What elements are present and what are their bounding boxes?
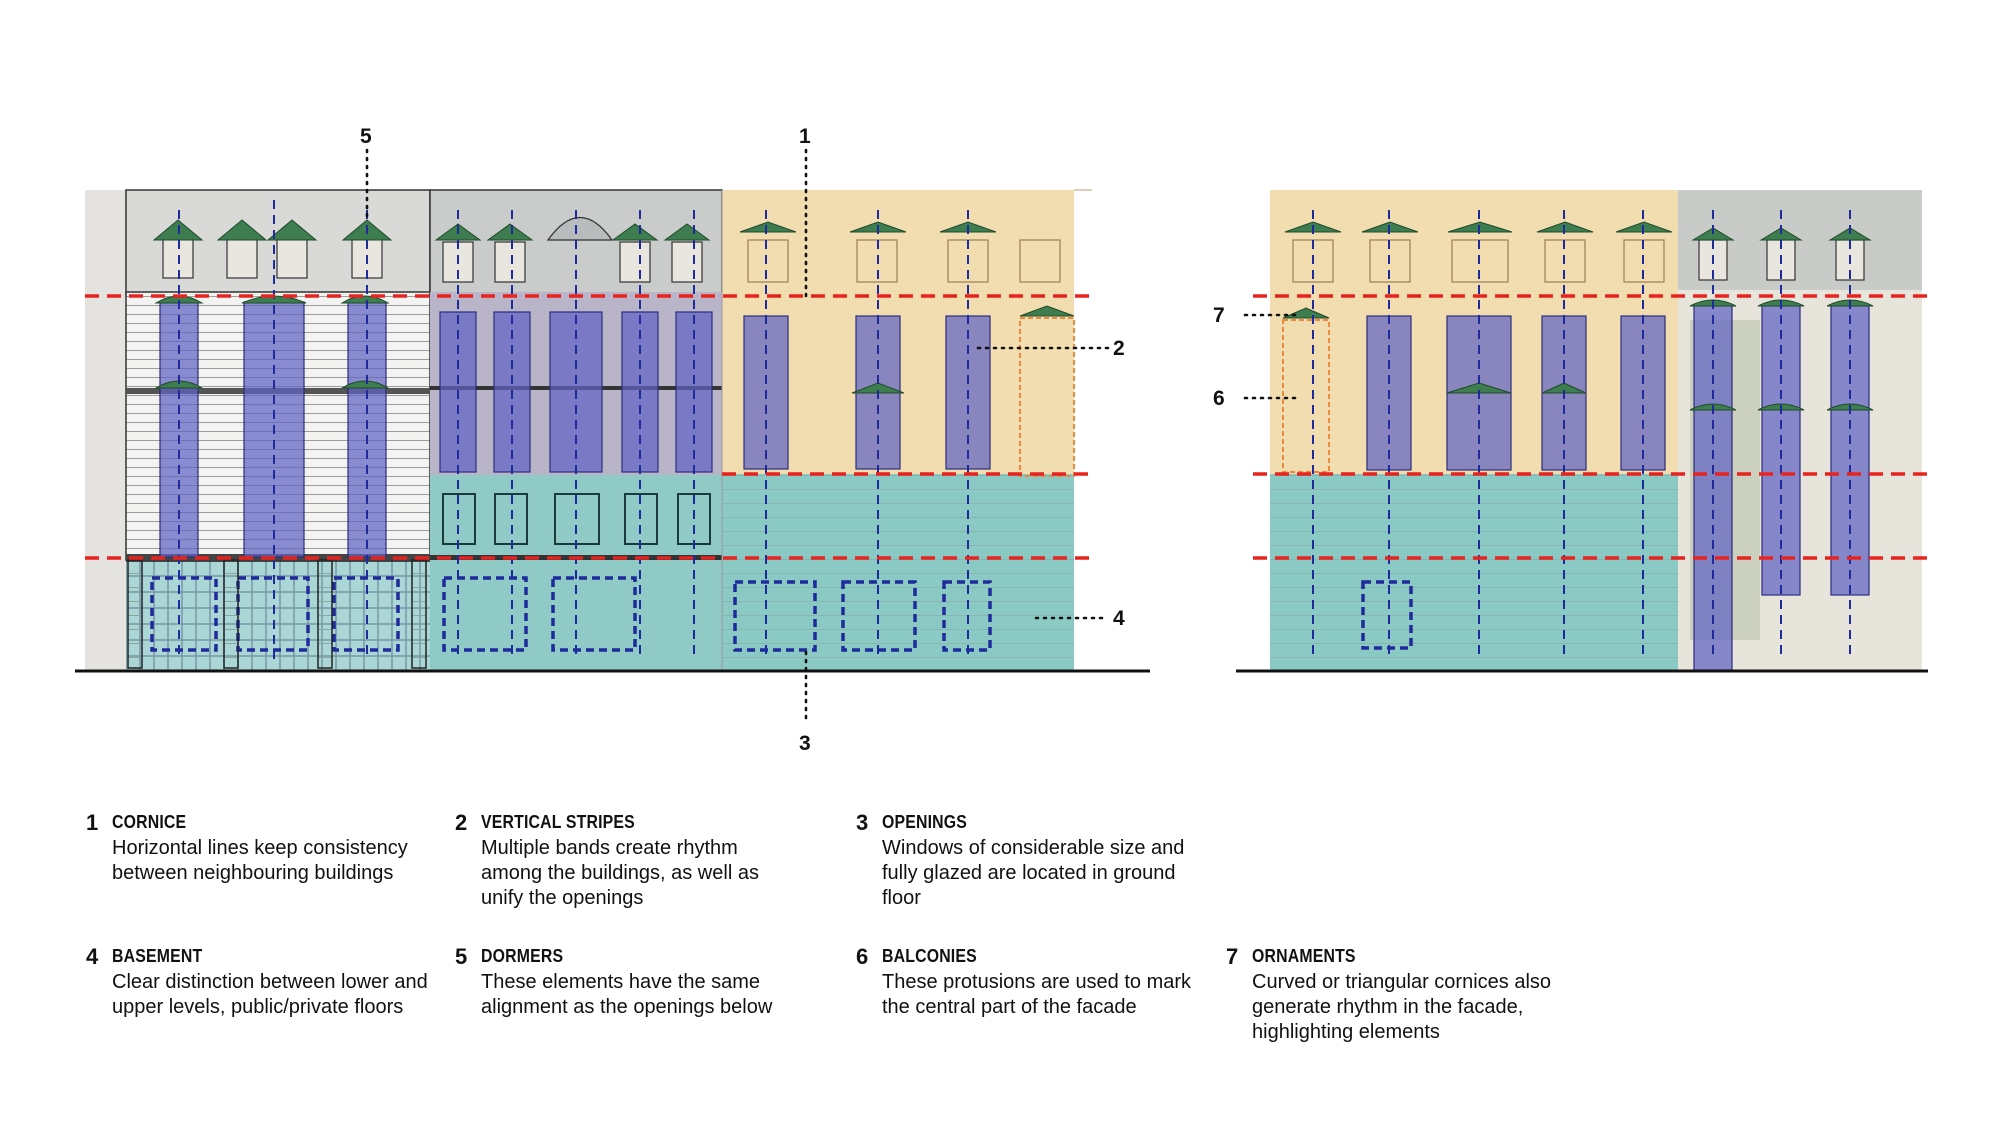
- basement-pilasters: [127, 559, 427, 669]
- cornice-lines-right: [1253, 294, 1928, 560]
- legend-number: 7: [1226, 944, 1239, 969]
- legend-description: Horizontal lines keep consistency betwee…: [112, 837, 408, 884]
- legend-number: 3: [856, 810, 869, 835]
- legend-number: 6: [856, 944, 869, 969]
- legend-title: CORNICE: [112, 812, 187, 832]
- callout-5: 5: [360, 125, 372, 148]
- callout-6: 6: [1213, 387, 1225, 410]
- callout-7: 7: [1213, 304, 1225, 327]
- basement-openings-right: [1361, 580, 1413, 650]
- legend-title: OPENINGS: [882, 812, 968, 832]
- callout-1: 1: [799, 125, 811, 148]
- callout-numbers: 5 1 2 3 4 6 7: [360, 125, 1225, 755]
- building-d: [1270, 190, 1678, 670]
- callout-leaders: [365, 148, 1302, 724]
- left-elevation: [75, 189, 1150, 673]
- cornice-lines-left: [85, 294, 1090, 560]
- axis-lines-left: [178, 200, 969, 660]
- callout-3: 3: [799, 732, 811, 755]
- legend-description: These protusions are used to mark the ce…: [882, 971, 1192, 1018]
- legend-description: Clear distinction between lower and uppe…: [112, 971, 428, 1018]
- legend-number: 4: [86, 944, 99, 969]
- legend-title: ORNAMENTS: [1252, 946, 1356, 966]
- legend-number: 5: [455, 944, 468, 969]
- axis-lines-right: [1312, 210, 1851, 660]
- callout-4: 4: [1113, 607, 1125, 630]
- legend-description: These elements have the same alignment a…: [481, 971, 773, 1018]
- legend-description: Windows of considerable size and fully g…: [882, 837, 1185, 909]
- legend-description: Curved or triangular cornices also gener…: [1252, 971, 1552, 1043]
- legend-title: DORMERS: [481, 946, 564, 966]
- legend-number: 2: [455, 810, 468, 835]
- legend-description: Multiple bands create rhythm among the b…: [481, 837, 759, 909]
- callout-2: 2: [1113, 337, 1125, 360]
- legend-number: 1: [86, 810, 99, 835]
- right-elevation: [1236, 190, 1928, 673]
- legend-title: BALCONIES: [882, 946, 977, 966]
- legend-title: BASEMENT: [112, 946, 203, 966]
- legend-title: VERTICAL STRIPES: [481, 812, 635, 832]
